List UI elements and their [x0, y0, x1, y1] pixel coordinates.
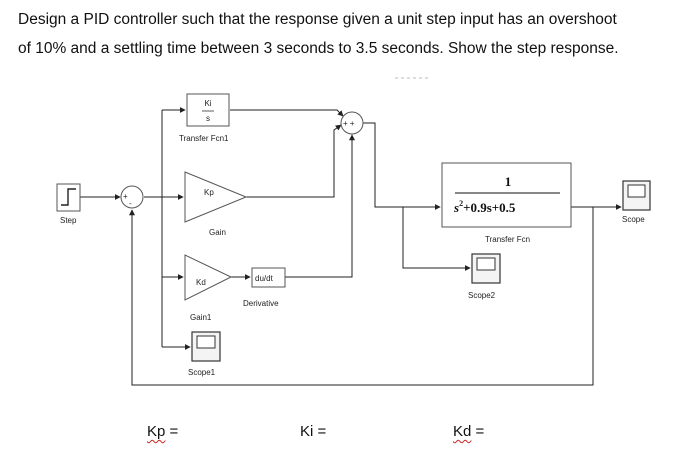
error-sum-plus: + [123, 192, 128, 201]
kd-answer-sep: = [471, 423, 485, 440]
pid-sum-junction[interactable]: + + [340, 111, 364, 135]
plant-label: Transfer Fcn [485, 235, 530, 244]
kd-answer-name: Kd [453, 423, 472, 440]
integrator-denominator: s [206, 114, 210, 123]
scope-block[interactable] [622, 180, 651, 211]
scope2-label: Scope2 [468, 291, 496, 300]
derivative-block[interactable]: du/dt [251, 267, 286, 288]
pid-sum-signs: + + [343, 119, 355, 128]
step-label: Step [60, 216, 77, 225]
scope-label: Scope [622, 215, 645, 224]
question-line-2: of 10% and a settling time between 3 sec… [18, 40, 619, 57]
error-sum-junction[interactable]: + - [120, 185, 144, 209]
gain1-label: Gain1 [190, 313, 212, 322]
scope1-block[interactable] [191, 331, 221, 362]
kd-answer: Kd = [453, 423, 484, 440]
plant-numerator: 1 [505, 174, 512, 189]
step-block[interactable] [56, 183, 81, 212]
plant-den-s: s [453, 200, 459, 215]
ki-answer: Ki = [300, 423, 326, 440]
kp-answer-sep: = [165, 423, 179, 440]
kp-answer: Kp = [147, 423, 178, 440]
scope2-block[interactable] [471, 253, 501, 284]
ki-answer-name: Ki [300, 423, 314, 440]
integrator-transfer-fcn[interactable]: Ki s [186, 93, 230, 127]
kp-gain-text: Kp [204, 188, 214, 197]
plant-den-exponent: 2 [459, 199, 463, 208]
derivative-text: du/dt [255, 274, 274, 283]
kd-gain-text: Kd [196, 278, 206, 287]
kp-answer-name: Kp [147, 423, 166, 440]
plant-transfer-fcn[interactable]: 1 s2+0.9s+0.5 [441, 162, 572, 228]
plant-denominator-expression: s2+0.9s+0.5 [453, 199, 516, 215]
signal-wires [80, 107, 622, 386]
transfer-fcn1-label: Transfer Fcn1 [179, 134, 229, 143]
scope1-label: Scope1 [188, 368, 216, 377]
gain-label: Gain [209, 228, 226, 237]
question-line-1: Design a PID controller such that the re… [18, 11, 617, 28]
derivative-gain-block[interactable]: Kd [184, 254, 233, 301]
integrator-numerator: Ki [204, 99, 211, 108]
proportional-gain-block[interactable]: Kp [184, 171, 248, 223]
error-sum-minus: - [129, 199, 132, 208]
ki-answer-sep: = [313, 423, 327, 440]
derivative-label: Derivative [243, 299, 279, 308]
plant-den-rest: +0.9s+0.5 [463, 200, 516, 215]
